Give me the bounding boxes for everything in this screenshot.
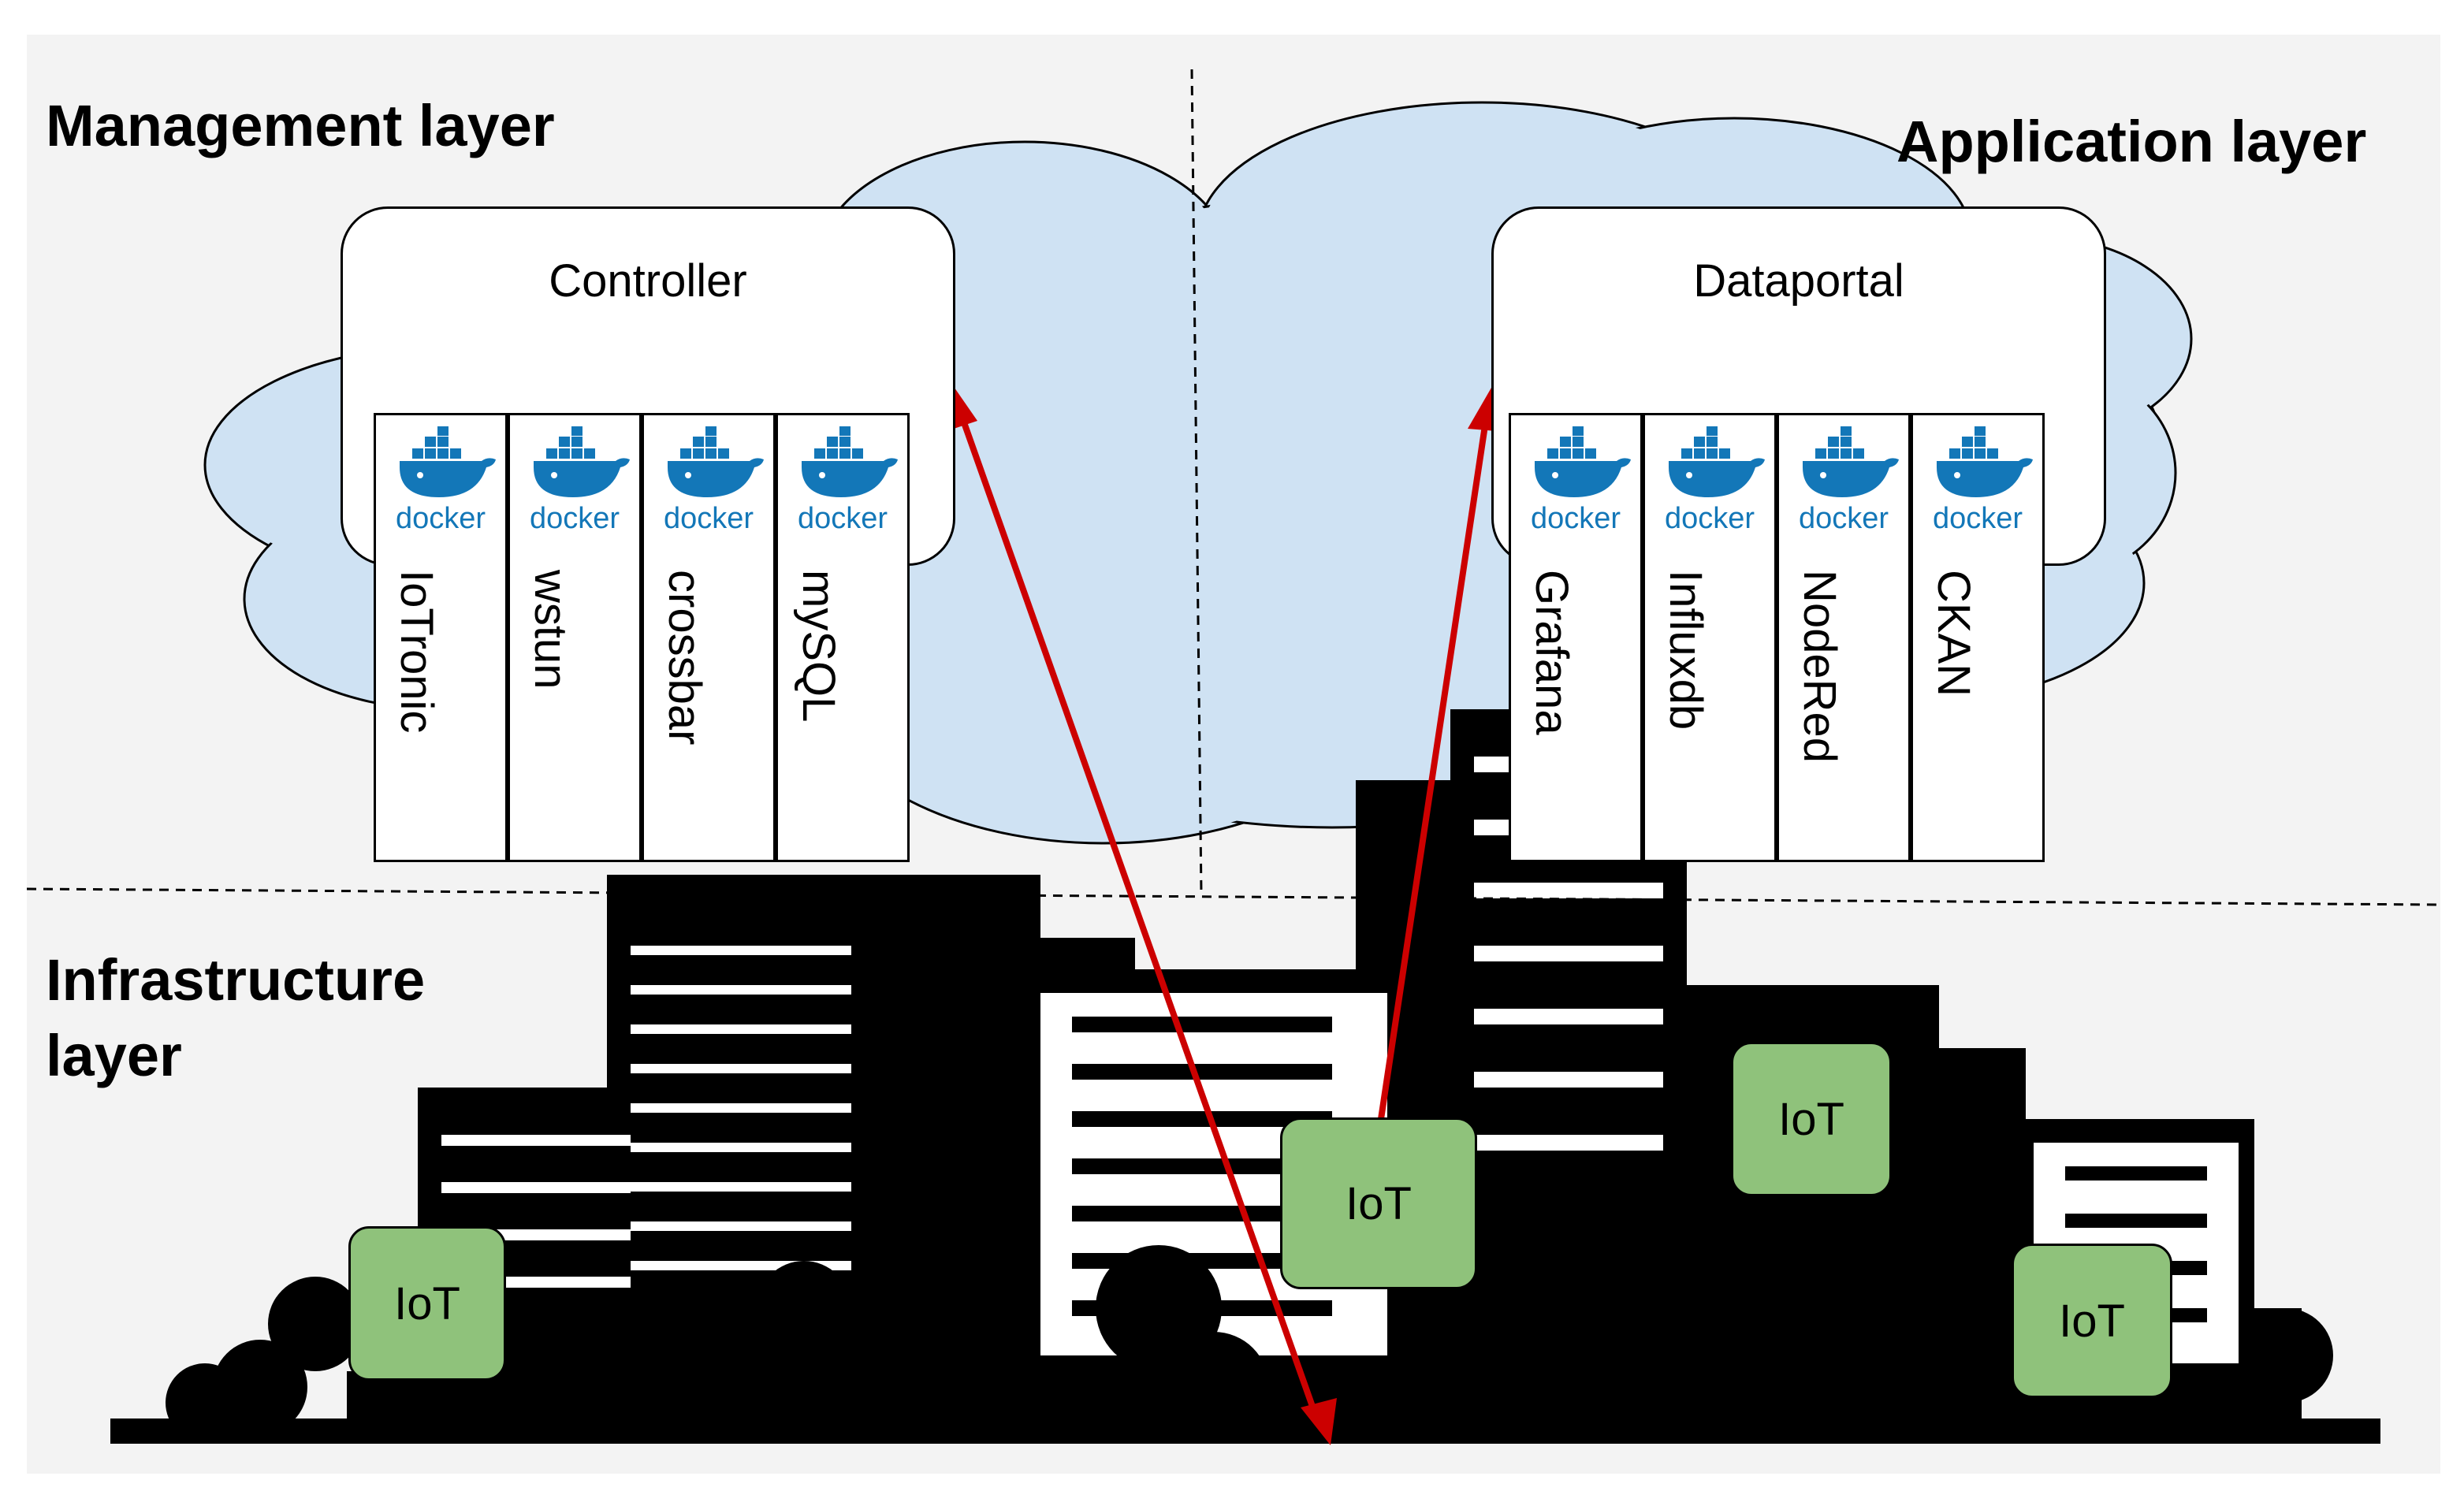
docker-whale-icon (1669, 426, 1765, 497)
service-label: wstun (525, 570, 576, 690)
docker-whale-icon (802, 426, 898, 497)
infrastructure-title-line2: layer (46, 1023, 182, 1089)
docker-wordmark: docker (1798, 502, 1889, 535)
service-label: CKAN (1928, 570, 1979, 697)
service-label: NodeRed (1794, 570, 1845, 764)
service-label: crossbar (659, 570, 710, 746)
iot-device: IoT (1280, 1117, 1477, 1289)
infrastructure-title-line1: Infrastructure (46, 947, 426, 1013)
docker-wordmark: docker (1664, 502, 1755, 535)
docker-whale-icon (400, 426, 496, 497)
service-label: IoTronic (391, 570, 442, 734)
service-slot: docker wstun (508, 413, 642, 862)
docker-logo: docker (644, 426, 773, 535)
infrastructure-layer-title: Infrastructure layer (46, 943, 425, 1094)
dataportal-iot-link (1378, 425, 1488, 1120)
dataportal-title: Dataportal (1693, 255, 1904, 307)
docker-whale-icon (1937, 426, 2033, 497)
vertical-divider (1190, 69, 1203, 894)
iot-device: IoT (348, 1226, 506, 1381)
docker-wordmark: docker (797, 502, 888, 535)
arrowhead-ground (1301, 1398, 1337, 1445)
docker-wordmark: docker (395, 502, 486, 535)
iot-device: IoT (2012, 1244, 2172, 1398)
docker-logo: docker (510, 426, 639, 535)
docker-logo: docker (1511, 426, 1640, 535)
service-label: mySQL (793, 570, 844, 723)
controller-iot-link (957, 410, 1323, 1428)
docker-whale-icon (1803, 426, 1899, 497)
service-label: Grafana (1526, 570, 1577, 735)
ground-line (110, 1418, 2380, 1444)
management-layer-title: Management layer (46, 93, 555, 158)
docker-logo: docker (778, 426, 907, 535)
docker-logo: docker (1645, 426, 1774, 535)
docker-logo: docker (1779, 426, 1908, 535)
docker-whale-icon (668, 426, 764, 497)
docker-wordmark: docker (529, 502, 620, 535)
controller-title: Controller (549, 255, 747, 307)
docker-whale-icon (534, 426, 630, 497)
service-slot: docker mySQL (776, 413, 910, 862)
docker-logo: docker (1913, 426, 2042, 535)
iot-device: IoT (1731, 1042, 1892, 1196)
service-slot: docker crossbar (642, 413, 776, 862)
horizontal-divider (26, 887, 2441, 906)
docker-wordmark: docker (1530, 502, 1621, 535)
service-label: Influxdb (1660, 570, 1711, 731)
docker-whale-icon (1535, 426, 1631, 497)
docker-logo: docker (376, 426, 505, 535)
docker-wordmark: docker (1932, 502, 2023, 535)
docker-wordmark: docker (663, 502, 754, 535)
application-layer-title: Application layer (1896, 109, 2367, 174)
